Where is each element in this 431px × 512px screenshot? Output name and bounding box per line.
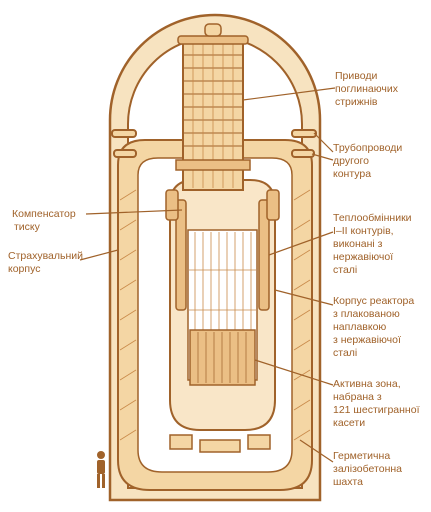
human-figure-scale bbox=[97, 451, 105, 488]
control-rod-drives bbox=[175, 23, 251, 191]
label-heat-exchangers: Теплообмінники I–II контурів, виконані з… bbox=[333, 212, 412, 276]
label-active-zone: Активна зона, набрана з 121 шестигранної… bbox=[333, 378, 420, 429]
label-reactor-vessel: Корпус реактора з плакованою наплавкою з… bbox=[333, 295, 415, 359]
leader-lines bbox=[79, 87, 336, 463]
reactor-vessel bbox=[165, 179, 280, 453]
secondary-pipelines bbox=[111, 129, 317, 158]
label-sealed-shaft: Герметична залізобетонна шахта bbox=[333, 450, 403, 488]
label-secondary-pipelines: Трубопроводи другого контура bbox=[333, 142, 403, 180]
label-pressure-compensator: Компенсатор тиску bbox=[12, 208, 76, 233]
label-control-rod-drives: Приводи поглинаючих стрижнів bbox=[335, 70, 398, 108]
label-safety-vessel: Страхувальний корпус bbox=[8, 250, 83, 275]
